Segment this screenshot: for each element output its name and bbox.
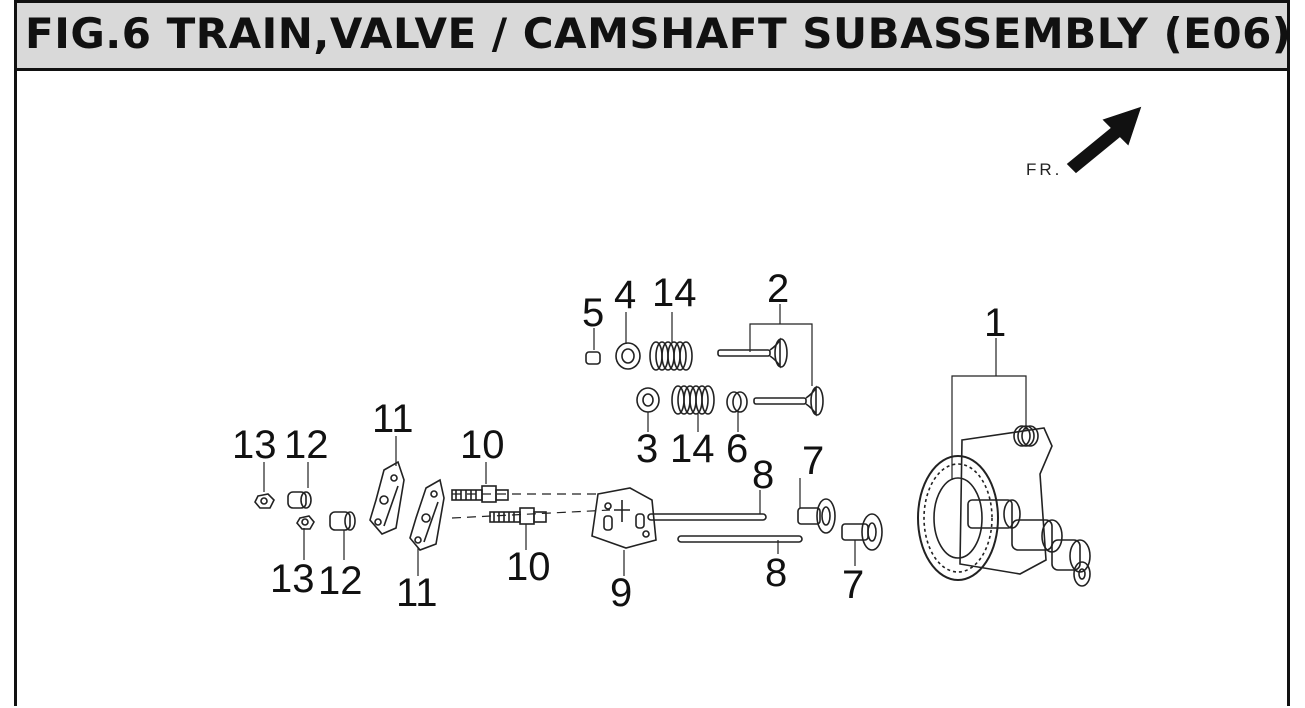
adjust-cap-part (329, 511, 356, 531)
figure-frame: FIG.6 TRAIN,VALVE / CAMSHAFT SUBASSEMBLY… (14, 0, 1291, 706)
valve-cotter-part (585, 351, 601, 365)
valve-spring-part (671, 385, 715, 415)
valve-stem-seal-part (726, 391, 748, 413)
callout-8: 8 (752, 453, 774, 497)
leader-lines (263, 304, 1027, 576)
title-bar: FIG.6 TRAIN,VALVE / CAMSHAFT SUBASSEMBLY… (17, 3, 1291, 71)
callout-11: 11 (396, 571, 438, 615)
stud-bolt-part (489, 507, 547, 525)
rocker-arm-part (369, 460, 405, 535)
callout-13: 13 (232, 423, 277, 467)
rocker-arm-part (409, 478, 445, 551)
callout-5: 5 (582, 291, 604, 335)
callout-14: 14 (670, 427, 715, 471)
stud-bolt-part (451, 485, 509, 503)
camshaft-gear-part (917, 425, 1091, 587)
adjust-cap-part (287, 491, 312, 509)
callout-4: 4 (614, 273, 636, 317)
guide-plate-part (591, 487, 657, 549)
valve-part (753, 385, 824, 417)
callout-10: 10 (460, 423, 505, 467)
callout-13: 13 (270, 557, 315, 601)
callout-1: 1 (984, 301, 1006, 345)
front-direction-label: FR. (1026, 160, 1062, 179)
spring-retainer-part (636, 387, 660, 413)
callout-8: 8 (765, 551, 787, 595)
callout-12: 12 (318, 559, 363, 603)
callout-3: 3 (636, 427, 658, 471)
figure-title: FIG.6 TRAIN,VALVE / CAMSHAFT SUBASSEMBLY… (25, 9, 1292, 58)
push-rod-part (647, 513, 767, 521)
nut-part (254, 493, 275, 509)
nut-part (296, 515, 315, 530)
callout-10: 10 (506, 545, 551, 589)
valve-spring-part (649, 341, 693, 371)
callout-9: 9 (610, 571, 632, 615)
callout-12: 12 (284, 423, 329, 467)
callout-2: 2 (767, 267, 789, 311)
spring-retainer-part (615, 342, 641, 370)
push-rod-part (677, 535, 803, 543)
front-direction-arrow-icon (1066, 106, 1142, 174)
callout-14: 14 (652, 271, 697, 315)
callout-11: 11 (372, 397, 414, 441)
tappet-part (841, 513, 883, 551)
callout-7: 7 (802, 439, 824, 483)
valve-part (717, 337, 788, 369)
tappet-part (797, 498, 836, 534)
callout-6: 6 (726, 427, 748, 471)
callout-7: 7 (842, 563, 864, 607)
